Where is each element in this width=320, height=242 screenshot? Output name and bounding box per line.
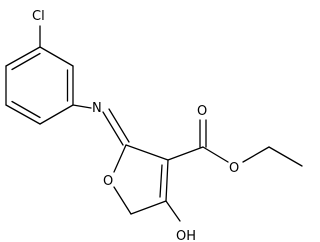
chlorine-atom-label: Cl xyxy=(32,9,45,24)
chlorophenyl-ring xyxy=(5,46,74,125)
bond-c1-c2 xyxy=(39,46,74,67)
bond-c3-c4 xyxy=(39,104,74,125)
bond-c6-c1 xyxy=(5,46,41,67)
bond-c4f-oh xyxy=(165,200,181,222)
bond-c3f-ccarbonyl xyxy=(167,146,204,161)
bond-n-c2-b xyxy=(108,108,130,143)
bond-c5-o xyxy=(113,186,132,215)
bond-c4f-c5 xyxy=(130,200,167,215)
hydroxyl-group-label: OH xyxy=(176,229,196,242)
molecule-structure-diagram: Cl N O OH O O xyxy=(5,9,303,242)
carbonyl-oxygen-atom-label: O xyxy=(197,104,207,119)
bond-c6-c1-inner xyxy=(11,52,41,71)
ester-oxygen-atom-label: O xyxy=(229,161,239,176)
bond-c3f-c4f-inner xyxy=(159,164,163,198)
bond-c3f-c4f xyxy=(165,159,169,202)
bond-o-c2 xyxy=(113,144,127,173)
dihydrofuran-ring xyxy=(113,144,169,215)
ring-oxygen-atom-label: O xyxy=(103,174,113,189)
imine-nitrogen-atom-label: N xyxy=(92,101,102,116)
bond-ccarbonyl-oester xyxy=(202,146,229,163)
bond-ch2-ch3 xyxy=(268,146,303,167)
bond-c4-c5-inner xyxy=(11,100,41,119)
bond-c4-c5 xyxy=(5,104,41,125)
bond-n-c2-a xyxy=(102,111,124,146)
bond-c3-n xyxy=(72,104,92,109)
bond-c2-c3f xyxy=(125,144,169,161)
bond-oester-ch2 xyxy=(242,146,270,163)
